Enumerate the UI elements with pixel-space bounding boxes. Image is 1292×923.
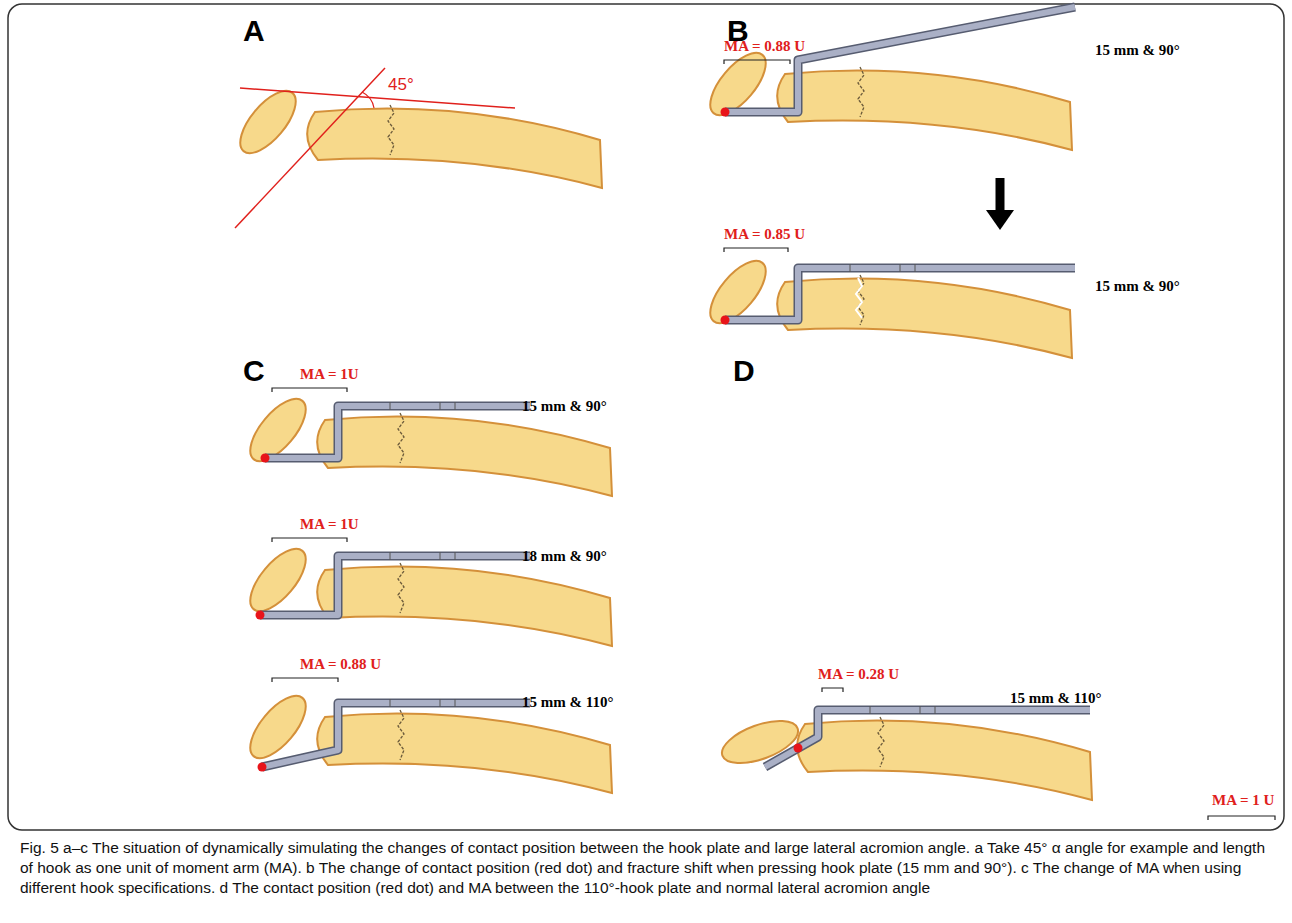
figure-caption: Fig. 5 a–c The situation of dynamically … <box>20 838 1272 898</box>
moment-arm-label: MA = 0.88 U <box>724 38 805 55</box>
hook-spec-label: 15 mm & 90° <box>1095 278 1180 295</box>
moment-arm-label: MA = 0.88 U <box>300 656 381 673</box>
hook-plate-illustration <box>701 7 1075 150</box>
angle-line <box>240 88 515 108</box>
hook-spec-label: 15 mm & 110° <box>1010 690 1101 707</box>
panel-frame <box>8 4 1284 830</box>
moment-arm-scale-bar <box>272 60 1275 820</box>
down-arrow-head <box>986 210 1014 230</box>
angle-label: 45° <box>388 76 414 95</box>
down-arrow <box>996 178 1005 212</box>
hook-spec-label: 15 mm & 90° <box>1095 42 1180 59</box>
panel-letter: C <box>243 354 265 387</box>
angle-arc <box>362 92 374 108</box>
panel-letter: D <box>733 354 755 387</box>
hook-spec-label: 18 mm & 90° <box>522 548 607 565</box>
moment-arm-label: MA = 0.85 U <box>724 226 805 243</box>
hook-spec-label: 15 mm & 90° <box>522 398 607 415</box>
bone-illustration-a <box>231 82 602 188</box>
hook-plate-illustration <box>241 540 612 646</box>
hook-plate-illustration <box>701 252 1075 358</box>
panel-letter: A <box>243 14 265 47</box>
hook-plate-illustration <box>241 390 612 496</box>
moment-arm-label: MA = 1U <box>300 516 359 533</box>
hook-spec-label: 15 mm & 110° <box>522 694 613 711</box>
hook-plate-illustration <box>717 706 1092 800</box>
moment-arm-label: MA = 1 U <box>1212 792 1274 809</box>
moment-arm-label: MA = 1U <box>300 366 359 383</box>
angle-line <box>235 68 385 228</box>
moment-arm-label: MA = 0.28 U <box>818 666 899 683</box>
